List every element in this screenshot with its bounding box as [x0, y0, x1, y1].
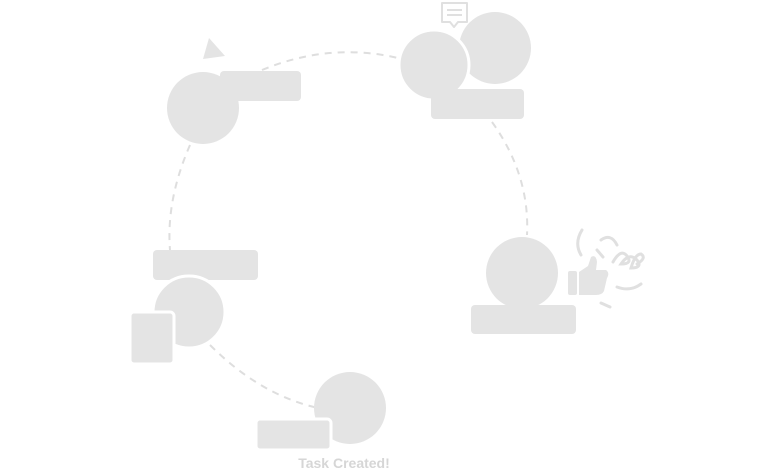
label-bar-top-right — [431, 89, 524, 119]
connector-bottom — [209, 344, 319, 409]
connector-top — [261, 51, 399, 71]
connector-left — [168, 144, 191, 251]
node-top-left — [167, 38, 301, 144]
node-bottom — [254, 372, 386, 452]
avatar-top-right-back — [459, 12, 531, 84]
node-left — [128, 250, 258, 366]
chat-bubble-icon — [441, 2, 468, 28]
block-left — [128, 310, 176, 366]
triangle-icon — [203, 38, 225, 59]
label-bar-bottom — [254, 417, 333, 452]
connector-lines — [168, 51, 529, 409]
connector-right — [491, 121, 529, 236]
label-bar-top-left — [220, 71, 301, 101]
node-right — [471, 237, 576, 334]
thumbs-up-icon — [568, 256, 609, 295]
label-bar-left — [153, 250, 258, 280]
node-top-right — [397, 12, 531, 119]
label-bar-right — [471, 305, 576, 334]
confetti-icon — [576, 228, 645, 309]
task-created-caption: Task Created! — [298, 455, 390, 471]
avatar-right — [486, 237, 558, 309]
